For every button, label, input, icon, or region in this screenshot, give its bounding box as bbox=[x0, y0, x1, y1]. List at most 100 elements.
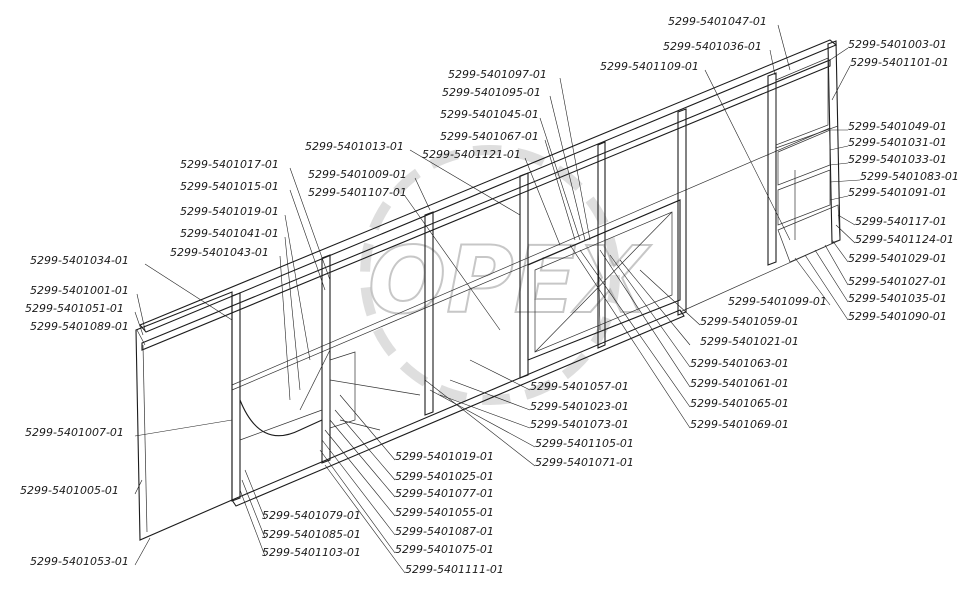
front-door-inner-left bbox=[142, 344, 148, 533]
leader-line bbox=[134, 311, 144, 336]
part-label: 5299-5401023-01 bbox=[530, 400, 629, 413]
part-label: 5299-5401063-01 bbox=[690, 357, 789, 370]
leader-line bbox=[239, 489, 266, 557]
pillar-6 bbox=[677, 108, 687, 316]
part-label: 5299-5401089-01 bbox=[30, 320, 129, 333]
leader-line bbox=[404, 195, 501, 331]
rear-upper-box bbox=[775, 57, 829, 146]
part-label: 5299-5401097-01 bbox=[448, 68, 547, 81]
part-label: 5299-5401019-01 bbox=[180, 205, 279, 218]
pillar-1 bbox=[231, 292, 241, 502]
part-label: 5299-5401075-01 bbox=[395, 543, 494, 556]
leader-line bbox=[144, 263, 233, 321]
leader-line bbox=[539, 117, 581, 241]
brace-front-a bbox=[299, 349, 331, 411]
pillar-4 bbox=[519, 172, 529, 379]
leader-line bbox=[599, 249, 691, 388]
leader-line bbox=[804, 254, 849, 321]
leader-line bbox=[794, 257, 831, 306]
part-label: 5299-5401079-01 bbox=[262, 509, 361, 522]
leader-line bbox=[424, 379, 536, 467]
part-label: 5299-5401029-01 bbox=[848, 252, 947, 265]
leader-line bbox=[339, 394, 396, 461]
part-label: 5299-5401019-01 bbox=[395, 450, 494, 463]
part-label: 5299-5401087-01 bbox=[395, 525, 494, 538]
part-label: 5299-5401003-01 bbox=[848, 38, 947, 51]
window-frame-inner bbox=[534, 211, 673, 353]
part-label: 5299-5401013-01 bbox=[305, 140, 404, 153]
part-label: 5299-5401047-01 bbox=[668, 15, 767, 28]
part-label: 5299-5401099-01 bbox=[728, 295, 827, 308]
part-label: 5299-5401107-01 bbox=[308, 186, 407, 199]
bottom-rail bbox=[231, 309, 685, 507]
part-label: 5299-5401021-01 bbox=[700, 335, 799, 348]
leader-line bbox=[829, 195, 849, 201]
leader-line bbox=[824, 244, 849, 286]
leader-line bbox=[284, 214, 311, 361]
part-label: 5299-5401065-01 bbox=[690, 397, 789, 410]
side-frame-structure bbox=[135, 39, 841, 541]
leader-line bbox=[831, 65, 851, 101]
leader-line bbox=[829, 162, 849, 166]
window-diagonal bbox=[534, 211, 673, 353]
leader-line bbox=[639, 269, 701, 326]
leader-line bbox=[777, 24, 791, 71]
part-label: 5299-5401085-01 bbox=[262, 528, 361, 541]
bay-front-box bbox=[329, 351, 356, 429]
leader-lines bbox=[134, 24, 861, 574]
part-label: 5299-5401025-01 bbox=[395, 470, 494, 483]
part-label: 5299-5401111-01 bbox=[405, 563, 504, 576]
part-label: 5299-5401005-01 bbox=[20, 484, 119, 497]
rear-mid-box-b bbox=[777, 169, 831, 226]
part-label: 5299-5401049-01 bbox=[848, 120, 947, 133]
leader-line bbox=[134, 479, 143, 495]
leader-line bbox=[334, 409, 396, 481]
pillar-3 bbox=[424, 211, 434, 416]
leader-line bbox=[134, 419, 233, 437]
part-label: 5299-5401034-01 bbox=[30, 254, 129, 267]
leader-line bbox=[279, 255, 291, 401]
leader-line bbox=[429, 389, 536, 448]
leader-line bbox=[136, 293, 146, 331]
leader-line bbox=[609, 254, 691, 368]
leader-line bbox=[579, 249, 691, 408]
watermark-text: OPEX bbox=[368, 227, 651, 334]
part-label: 5299-5401095-01 bbox=[442, 86, 541, 99]
part-label: 5299-5401069-01 bbox=[690, 418, 789, 431]
part-label: 5299-5401077-01 bbox=[395, 487, 494, 500]
leader-line bbox=[241, 479, 266, 539]
part-label: 5299-5401067-01 bbox=[440, 130, 539, 143]
leader-line bbox=[829, 47, 849, 61]
leader-line bbox=[324, 429, 396, 517]
part-label: 5299-5401091-01 bbox=[848, 186, 947, 199]
pillar-2 bbox=[321, 254, 331, 464]
leader-line bbox=[524, 157, 561, 246]
leader-line bbox=[835, 224, 856, 244]
part-label: 5299-5401017-01 bbox=[180, 158, 279, 171]
part-label: 5299-5401105-01 bbox=[535, 437, 634, 450]
part-label: 5299-5401015-01 bbox=[180, 180, 279, 193]
part-label: 5299-5401124-01 bbox=[855, 233, 954, 246]
part-label: 5299-5401036-01 bbox=[663, 40, 762, 53]
part-label: 5299-5401035-01 bbox=[848, 292, 947, 305]
leader-line bbox=[549, 95, 586, 241]
part-label: 5299-5401007-01 bbox=[25, 426, 124, 439]
part-label: 5299-5401071-01 bbox=[535, 456, 634, 469]
leader-line bbox=[319, 449, 396, 554]
part-label: 5299-5401059-01 bbox=[700, 315, 799, 328]
part-label: 5299-5401053-01 bbox=[30, 555, 129, 568]
leader-line bbox=[409, 149, 521, 216]
leader-line bbox=[289, 167, 331, 281]
leader-line bbox=[439, 394, 531, 429]
wheel-arch bbox=[239, 399, 323, 437]
rear-horizontal-a bbox=[775, 125, 839, 149]
part-label: 5299-5401083-01 bbox=[860, 170, 959, 183]
leader-line bbox=[814, 249, 849, 303]
leader-line bbox=[704, 69, 791, 241]
leader-line bbox=[324, 464, 406, 574]
watermark-gear bbox=[360, 145, 620, 405]
part-label: 5299-5401009-01 bbox=[308, 168, 407, 181]
part-label: 5299-5401045-01 bbox=[440, 108, 539, 121]
